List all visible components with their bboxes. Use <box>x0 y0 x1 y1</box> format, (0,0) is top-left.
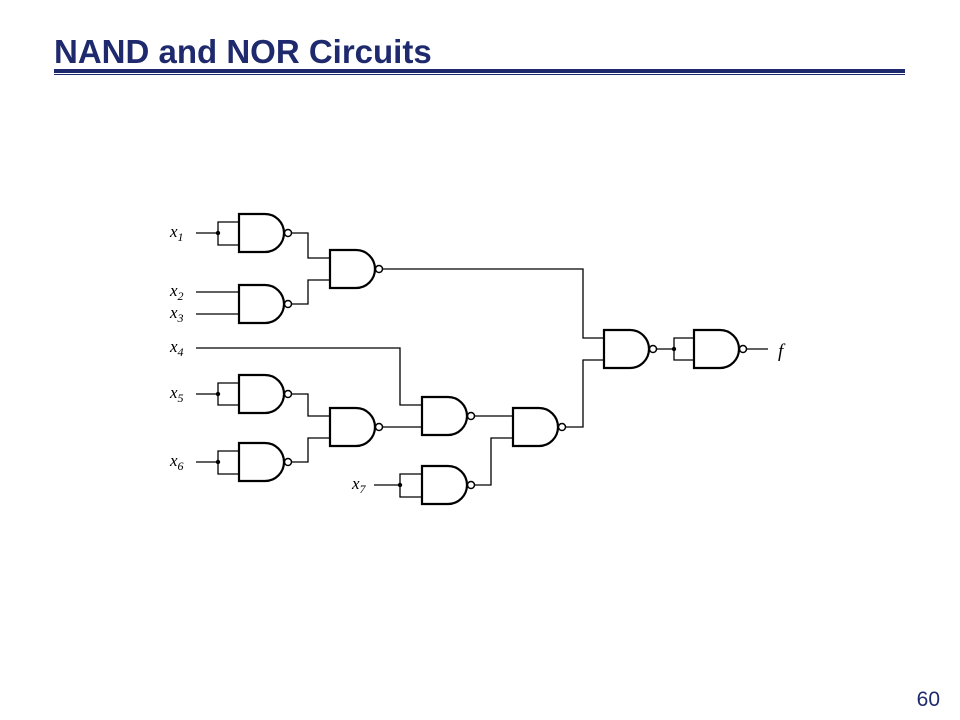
output-label-f: f <box>778 341 786 362</box>
nand-gate-7 <box>420 395 476 437</box>
input-label-x2: x2 <box>169 281 184 303</box>
page-number: 60 <box>916 688 940 711</box>
title-underline-thin <box>54 74 905 75</box>
nand-gate-1 <box>237 212 293 254</box>
nand-gate-2 <box>237 283 293 325</box>
slide-title: NAND and NOR Circuits <box>54 33 432 70</box>
nand-gate-5 <box>237 441 293 483</box>
input-label-x7: x7 <box>351 474 367 496</box>
title-underline <box>54 69 905 73</box>
nand-gate-4 <box>237 373 293 415</box>
nand-gate-11 <box>692 328 748 370</box>
nand-gate-6 <box>328 406 384 448</box>
input-label-x3: x3 <box>169 303 184 325</box>
wires <box>196 221 768 498</box>
input-label-x4: x4 <box>169 337 184 359</box>
input-label-x6: x6 <box>169 451 184 473</box>
nand-gate-9 <box>511 406 567 448</box>
nand-gate-10 <box>602 328 658 370</box>
nand-gate-8 <box>420 464 476 506</box>
input-label-x5: x5 <box>169 383 184 405</box>
nand-gate-3 <box>328 248 384 290</box>
input-label-x1: x1 <box>169 222 184 244</box>
junction-dots <box>215 230 677 488</box>
